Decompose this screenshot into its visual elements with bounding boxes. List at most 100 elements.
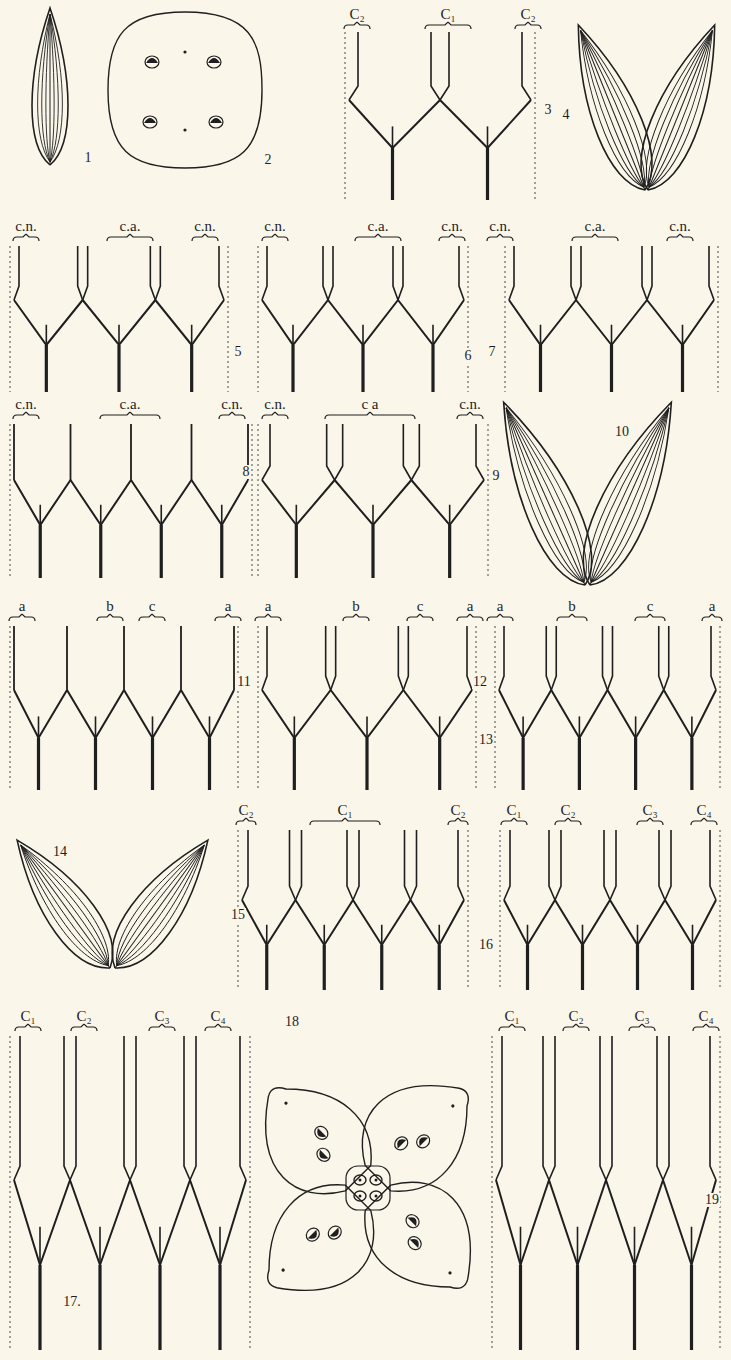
bracket (487, 234, 513, 241)
bracket (693, 1024, 719, 1031)
bracket (667, 234, 693, 241)
figure-number: 12 (472, 675, 488, 689)
bracket (448, 818, 468, 825)
leaf (0, 826, 129, 981)
part-label: C₄ (697, 1009, 714, 1024)
part-label: C₁ (19, 1009, 36, 1024)
vascular-network (258, 424, 488, 578)
part-label: c.n. (220, 397, 244, 412)
vascular-network (345, 32, 535, 200)
vascular-network (495, 626, 720, 790)
part-label: a (466, 599, 475, 614)
part-label: C₂ (519, 7, 536, 22)
part-label: C₃ (641, 803, 658, 818)
bracket (15, 1024, 41, 1031)
bracket (192, 234, 218, 241)
bracket (71, 1024, 97, 1031)
part-label: c (416, 599, 425, 614)
figure-number: 8 (242, 465, 251, 479)
bracket (355, 234, 401, 241)
part-label: b (351, 599, 361, 614)
part-label: c.n. (14, 397, 38, 412)
part-label: C₂ (348, 7, 365, 22)
vascular-network (500, 830, 720, 990)
bracket (501, 818, 527, 825)
part-label: c.a. (119, 397, 142, 412)
figure-number: 1 (84, 151, 93, 165)
bracket (13, 234, 39, 241)
figure-number: 16 (478, 938, 494, 952)
part-label: C₂ (75, 1009, 92, 1024)
bracket (219, 412, 245, 419)
part-label: C₂ (237, 803, 254, 818)
bracket (343, 614, 369, 621)
vascular-network (10, 246, 228, 392)
bracket (439, 234, 465, 241)
figure-number: 2 (264, 153, 273, 167)
part-label: C₁ (505, 803, 522, 818)
cross-section (108, 12, 262, 168)
bracket (572, 234, 618, 241)
part-label: b (105, 599, 115, 614)
part-label: c.a. (584, 219, 607, 234)
part-label: c (148, 599, 157, 614)
figure-number: 4 (562, 108, 571, 122)
part-label: C₄ (209, 1009, 226, 1024)
leaf (557, 16, 667, 199)
vascular-network (505, 246, 718, 392)
bracket (255, 614, 281, 621)
figure-number: 10 (614, 425, 630, 439)
leaf (626, 16, 731, 199)
figure-number: 3 (544, 103, 553, 117)
leaf (567, 392, 694, 595)
figure-number: 13 (478, 733, 494, 747)
part-label: c.n. (263, 219, 287, 234)
bracket (205, 1024, 231, 1031)
bracket (344, 22, 370, 29)
part-label: b (567, 599, 577, 614)
bracket (691, 818, 717, 825)
bracket (487, 614, 513, 621)
bracket (563, 1024, 589, 1031)
bracket (629, 1024, 655, 1031)
bracket (215, 614, 241, 621)
part-label: C₄ (695, 803, 712, 818)
part-label: C₃ (153, 1009, 170, 1024)
bracket (262, 412, 288, 419)
part-label: c (646, 599, 655, 614)
part-label: c.n. (193, 219, 217, 234)
part-label: C₃ (633, 1009, 650, 1024)
vascular-network (10, 626, 238, 790)
leaf (32, 8, 68, 165)
figure-number: 6 (464, 349, 473, 363)
part-label: a (708, 599, 717, 614)
vascular-network (10, 424, 252, 578)
figure-number: 9 (492, 469, 501, 483)
part-label: a (224, 599, 233, 614)
part-label: C₁ (503, 1009, 520, 1024)
bracket (635, 614, 665, 621)
bracket (637, 818, 663, 825)
bracket (262, 234, 288, 241)
figure-number: 19 (704, 1193, 720, 1207)
bracket (557, 614, 587, 621)
part-label: c a (360, 397, 379, 412)
figure-number: 17. (62, 1295, 82, 1309)
bracket (100, 412, 160, 419)
bracket (97, 614, 123, 621)
part-label: c.n. (488, 219, 512, 234)
figure-number: 7 (488, 345, 497, 359)
cross-section (234, 1054, 502, 1322)
part-label: c.n. (440, 219, 464, 234)
figure-number: 18 (284, 1015, 300, 1029)
part-label: a (496, 599, 505, 614)
bracket (555, 818, 581, 825)
part-label: a (18, 599, 27, 614)
vascular-network (10, 1036, 250, 1350)
vascular-network (258, 246, 468, 392)
part-label: C₂ (559, 803, 576, 818)
bracket (236, 818, 256, 825)
bracket (310, 818, 380, 825)
